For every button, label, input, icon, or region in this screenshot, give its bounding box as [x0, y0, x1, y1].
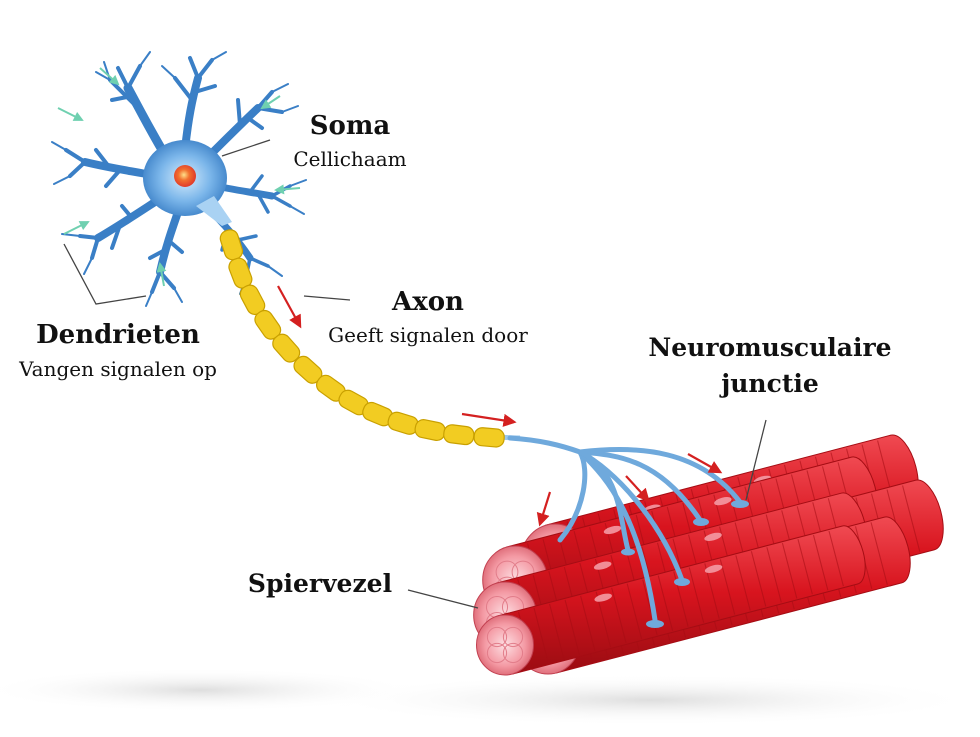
- soma-title: Soma: [310, 111, 391, 141]
- muscle-fiber: [476, 525, 866, 676]
- myelin-sheath: [219, 229, 505, 448]
- muscle-title: Spiervezel: [248, 569, 392, 598]
- leader-lines: [63, 139, 767, 609]
- motor-end-plates: [621, 500, 749, 628]
- floor-shadow: [0, 668, 420, 712]
- dendrites-subtitle: Vangen signalen op: [18, 357, 217, 381]
- axon-title: Axon: [391, 287, 464, 317]
- nerve-terminal-branches: [507, 435, 743, 623]
- axon-subtitle: Geeft signalen door: [328, 323, 528, 347]
- floor-shadow: [320, 674, 980, 726]
- myelin-segment: [473, 427, 505, 448]
- myelin-segment: [414, 419, 446, 442]
- nucleus: [174, 165, 196, 187]
- soma-subtitle: Cellichaam: [293, 147, 406, 171]
- junction-title-line2: junctie: [719, 369, 819, 398]
- signal-arrows: [277, 285, 723, 527]
- dendrites-title: Dendrieten: [36, 320, 200, 350]
- myelin-segment: [443, 424, 475, 446]
- input-signal-arrows: [57, 67, 301, 287]
- myelin-segment: [219, 229, 244, 261]
- junction-title-line1: Neuromusculaire: [648, 333, 891, 362]
- myelin-segment: [272, 333, 301, 363]
- axon-hillock: [196, 196, 232, 226]
